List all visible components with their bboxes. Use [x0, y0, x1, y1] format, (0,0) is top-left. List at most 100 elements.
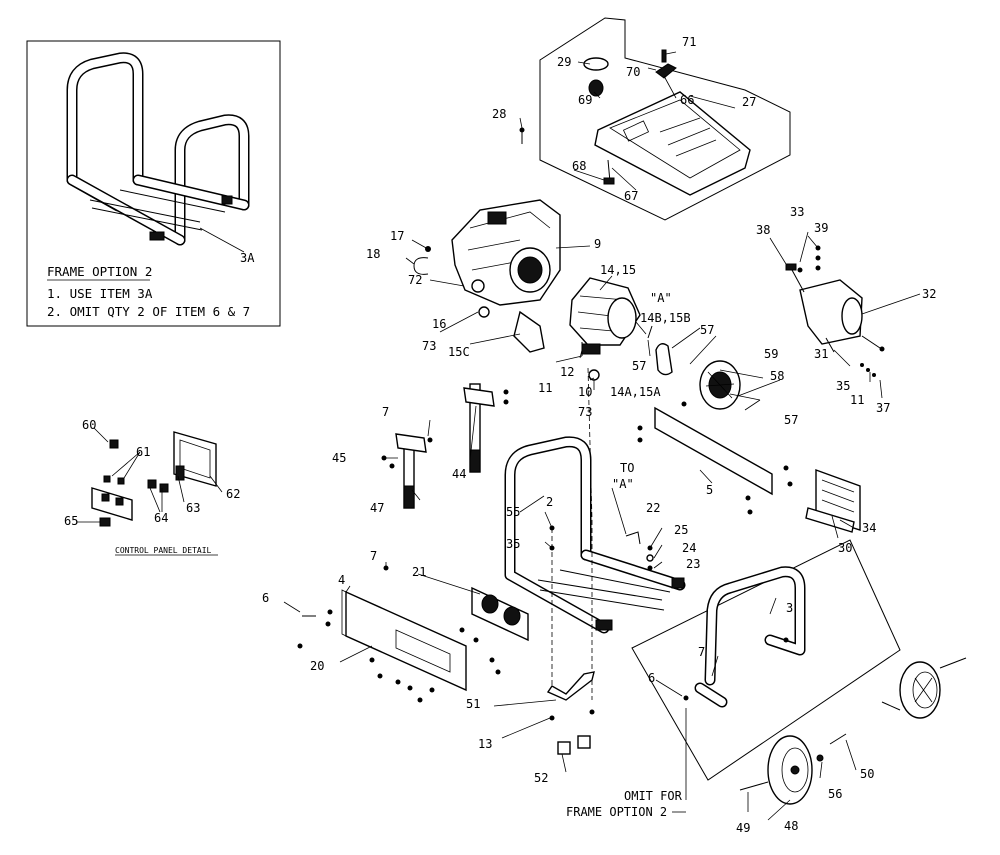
label-37: 37	[876, 401, 890, 415]
label-35-left: 35	[506, 537, 520, 551]
label-49: 49	[736, 821, 750, 835]
control-panel-caption: CONTROL PANEL DETAIL	[115, 546, 212, 555]
front-panel-4	[341, 589, 467, 692]
label-52: 52	[534, 771, 548, 785]
label-6-right: 6	[648, 671, 655, 685]
engine	[451, 199, 561, 306]
label-58: 58	[770, 369, 784, 383]
frame-3a-drawing	[66, 52, 250, 246]
label-44: 44	[452, 467, 466, 481]
leader-lines	[283, 51, 921, 821]
label-7-top: 7	[382, 405, 389, 419]
end-cover	[655, 343, 673, 376]
label-73-lower: 73	[578, 405, 592, 419]
label-60: 60	[82, 418, 96, 432]
choke-handle	[413, 257, 429, 275]
label-63: 63	[186, 501, 200, 515]
label-12: 12	[560, 365, 574, 379]
panel-34	[805, 469, 861, 533]
label-45: 45	[332, 451, 346, 465]
label-50: 50	[860, 767, 874, 781]
fuel-tank-panel	[519, 17, 791, 221]
to-a-line1: TO	[620, 461, 634, 475]
label-33: 33	[790, 205, 804, 219]
label-31: 31	[814, 347, 828, 361]
label-35-right: 35	[836, 379, 850, 393]
control-panel-detail: CONTROL PANEL DETAIL 60 61 62 63 64 65	[64, 418, 240, 556]
label-68: 68	[572, 159, 586, 173]
label-11-upper: 11	[538, 381, 552, 395]
muffler	[785, 263, 863, 353]
label-2: 2	[546, 495, 553, 509]
label-67: 67	[624, 189, 638, 203]
label-a-marker: "A"	[650, 291, 672, 305]
frame-option-title: FRAME OPTION 2	[47, 264, 152, 279]
fuel-cap	[583, 57, 609, 71]
mount-47	[395, 433, 427, 509]
alternator	[569, 277, 641, 355]
bracket-51	[546, 671, 595, 701]
isolator-52b	[577, 735, 591, 749]
wheel-right	[899, 661, 941, 719]
label-24: 24	[682, 541, 696, 555]
label-57-left: 57	[632, 359, 646, 373]
label-4: 4	[338, 573, 345, 587]
label-16: 16	[432, 317, 446, 331]
label-17: 17	[390, 229, 404, 243]
omit-note-line1: OMIT FOR	[624, 789, 683, 803]
label-55: 55	[506, 505, 520, 519]
label-28: 28	[492, 107, 506, 121]
label-65: 65	[64, 514, 78, 528]
label-5: 5	[706, 483, 713, 497]
label-9: 9	[594, 237, 601, 251]
label-3a: 3A	[240, 251, 255, 265]
frame-option-line2: 2. OMIT QTY 2 OF ITEM 6 & 7	[47, 304, 250, 319]
wheel-left	[767, 735, 813, 805]
label-39: 39	[814, 221, 828, 235]
label-66: 66	[680, 93, 694, 107]
label-34: 34	[862, 521, 876, 535]
label-20: 20	[310, 659, 324, 673]
label-11-right: 11	[850, 393, 864, 407]
label-57-right: 57	[784, 413, 798, 427]
frame-2	[504, 436, 686, 634]
bracket-15c	[513, 310, 545, 353]
label-7-right: 7	[698, 645, 705, 659]
label-73-upper: 73	[422, 339, 436, 353]
label-10: 10	[578, 385, 592, 399]
label-25: 25	[674, 523, 688, 537]
label-18: 18	[366, 247, 380, 261]
label-47: 47	[370, 501, 384, 515]
label-56: 56	[828, 787, 842, 801]
to-a-line2: "A"	[612, 477, 634, 491]
label-14a-15a: 14A,15A	[610, 385, 661, 399]
handle-frame-3	[694, 566, 806, 708]
fuel-strainer	[588, 79, 604, 97]
label-32: 32	[922, 287, 936, 301]
label-57-top: 57	[700, 323, 714, 337]
label-15c: 15C	[448, 345, 470, 359]
label-14b-15b: 14B,15B	[640, 311, 691, 325]
label-29: 29	[557, 55, 571, 69]
label-48: 48	[784, 819, 798, 833]
label-61: 61	[136, 445, 150, 459]
omit-note-line2: FRAME OPTION 2	[566, 805, 667, 819]
frame-option-box: 3A FRAME OPTION 2 1. USE ITEM 3A 2. OMIT…	[26, 40, 281, 327]
label-72: 72	[408, 273, 422, 287]
label-13: 13	[478, 737, 492, 751]
label-38: 38	[756, 223, 770, 237]
fan-cover	[699, 360, 741, 410]
label-7-mid: 7	[370, 549, 377, 563]
frame-option-line1: 1. USE ITEM 3A	[47, 286, 153, 301]
isolator-52a	[557, 741, 571, 755]
label-27: 27	[742, 95, 756, 109]
label-71: 71	[682, 35, 696, 49]
label-22: 22	[646, 501, 660, 515]
label-69: 69	[578, 93, 592, 107]
label-3: 3	[786, 601, 793, 615]
label-64: 64	[154, 511, 168, 525]
label-14-15: 14,15	[600, 263, 636, 277]
label-51: 51	[466, 697, 480, 711]
control-panel-21	[471, 586, 529, 642]
